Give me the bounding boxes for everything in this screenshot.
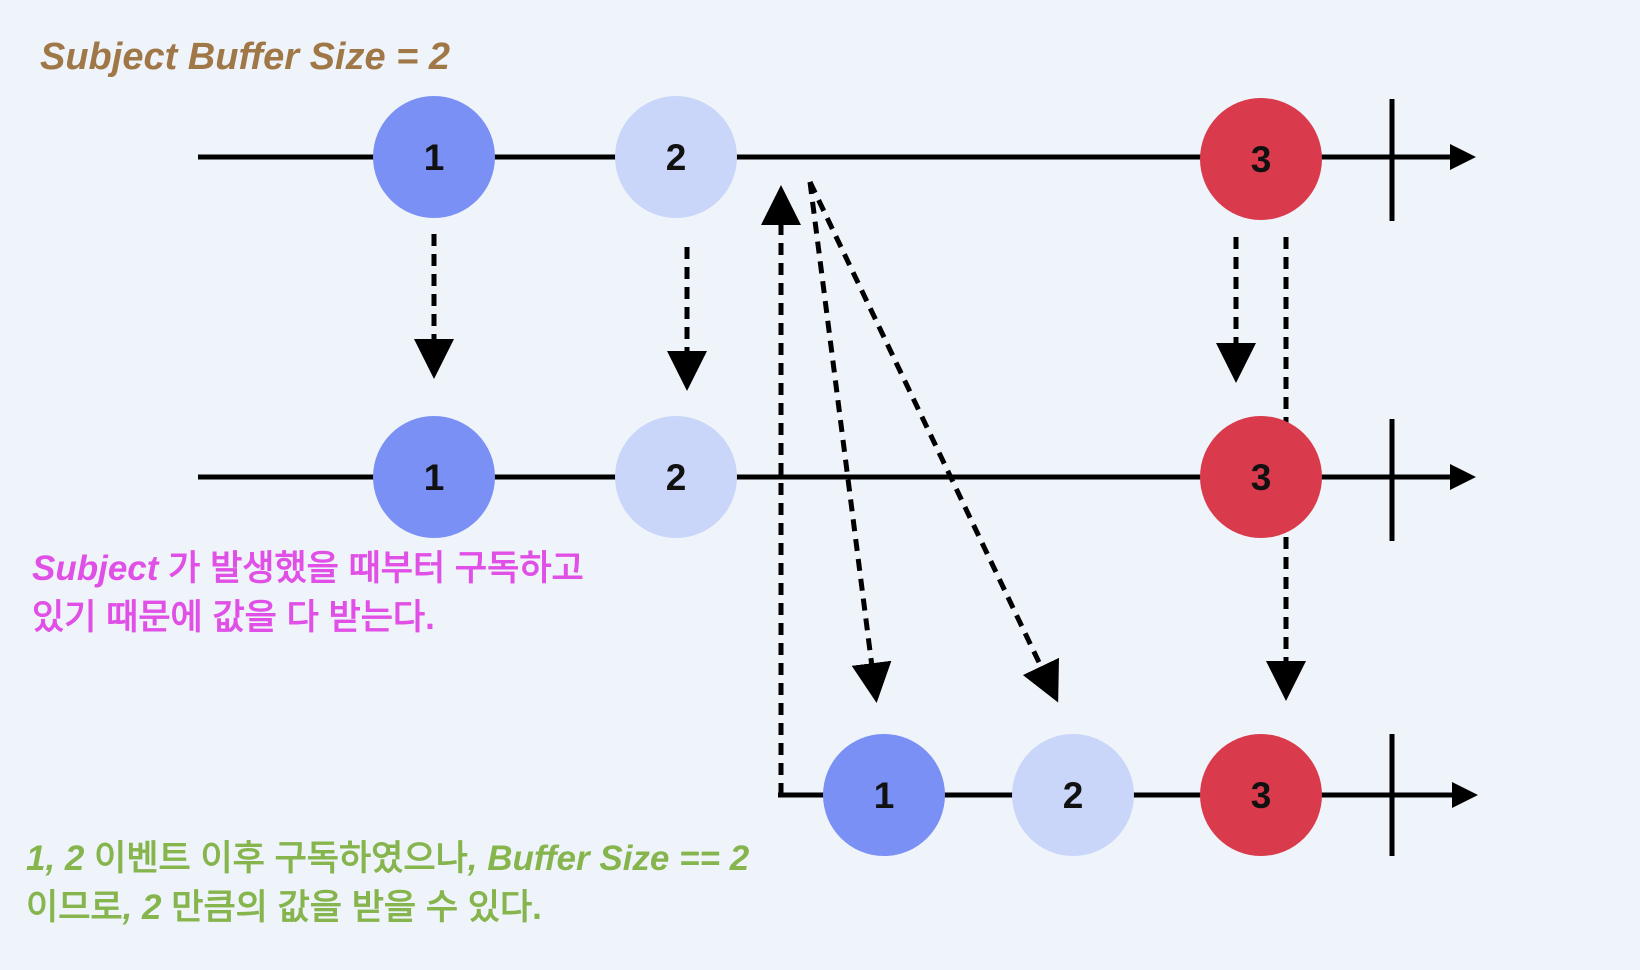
timeline-arrowhead [1450,464,1476,490]
marble-event-1: 1 [373,96,495,218]
note-buffer-replay: 1, 2 이벤트 이후 구독하였으나, Buffer Size == 2 이므로… [26,834,749,932]
marble-event-3: 3 [1200,98,1322,220]
marble-circle [1200,734,1322,856]
timeline-arrowhead [1452,782,1478,808]
replay-arrow-1-to-late [807,181,892,703]
marble-label: 3 [1251,457,1272,498]
marble-event-2: 2 [615,416,737,538]
marble-circle [373,96,495,218]
note-subject-line2: 있기 때문에 값을 다 받는다. [32,598,435,637]
marble-circle [615,96,737,218]
note-buffer-line2-a: 이므로 [26,888,123,927]
marble-event-1: 1 [823,734,945,856]
marble-label: 1 [874,775,895,816]
marble-circle [615,416,737,538]
marble-circle [1012,734,1134,856]
marble-label: 3 [1251,139,1272,180]
diagram-title: Subject Buffer Size = 2 [40,36,451,78]
marble-label: 1 [424,137,445,178]
timeline-arrowhead [1450,144,1476,170]
note-subject-receives-all: Subject 가 발생했을 때부터 구독하고 있기 때문에 값을 다 받는다. [32,544,584,642]
note-buffer-line2-b: 만큼의 값을 받을 수 있다. [161,888,542,927]
marble-circle [1200,416,1322,538]
marble-circle [1200,98,1322,220]
marble-event-1: 1 [373,416,495,538]
marble-label: 2 [666,457,687,498]
marble-label: 2 [1063,775,1084,816]
note-buffer-emphasis-size: , Buffer Size == 2 [467,839,750,878]
marble-label: 1 [424,457,445,498]
marble-label: 3 [1251,775,1272,816]
replay-arrow-2-to-late [807,180,1059,703]
marble-event-3: 3 [1200,416,1322,538]
note-subject-emphasis: Subject [32,549,159,588]
note-subject-line1: 가 발생했을 때부터 구독하고 [158,549,584,588]
marble-circle [823,734,945,856]
marble-event-3: 3 [1200,734,1322,856]
marble-label: 2 [666,137,687,178]
marble-event-2: 2 [615,96,737,218]
marble-event-2: 2 [1012,734,1134,856]
marble-circle [373,416,495,538]
note-buffer-emphasis-count: , 2 [122,888,162,927]
emission-arrows [414,180,1306,795]
note-buffer-emphasis-events: 1, 2 [26,839,85,878]
note-buffer-line1-mid: 이벤트 이후 구독하였으나 [84,839,468,878]
